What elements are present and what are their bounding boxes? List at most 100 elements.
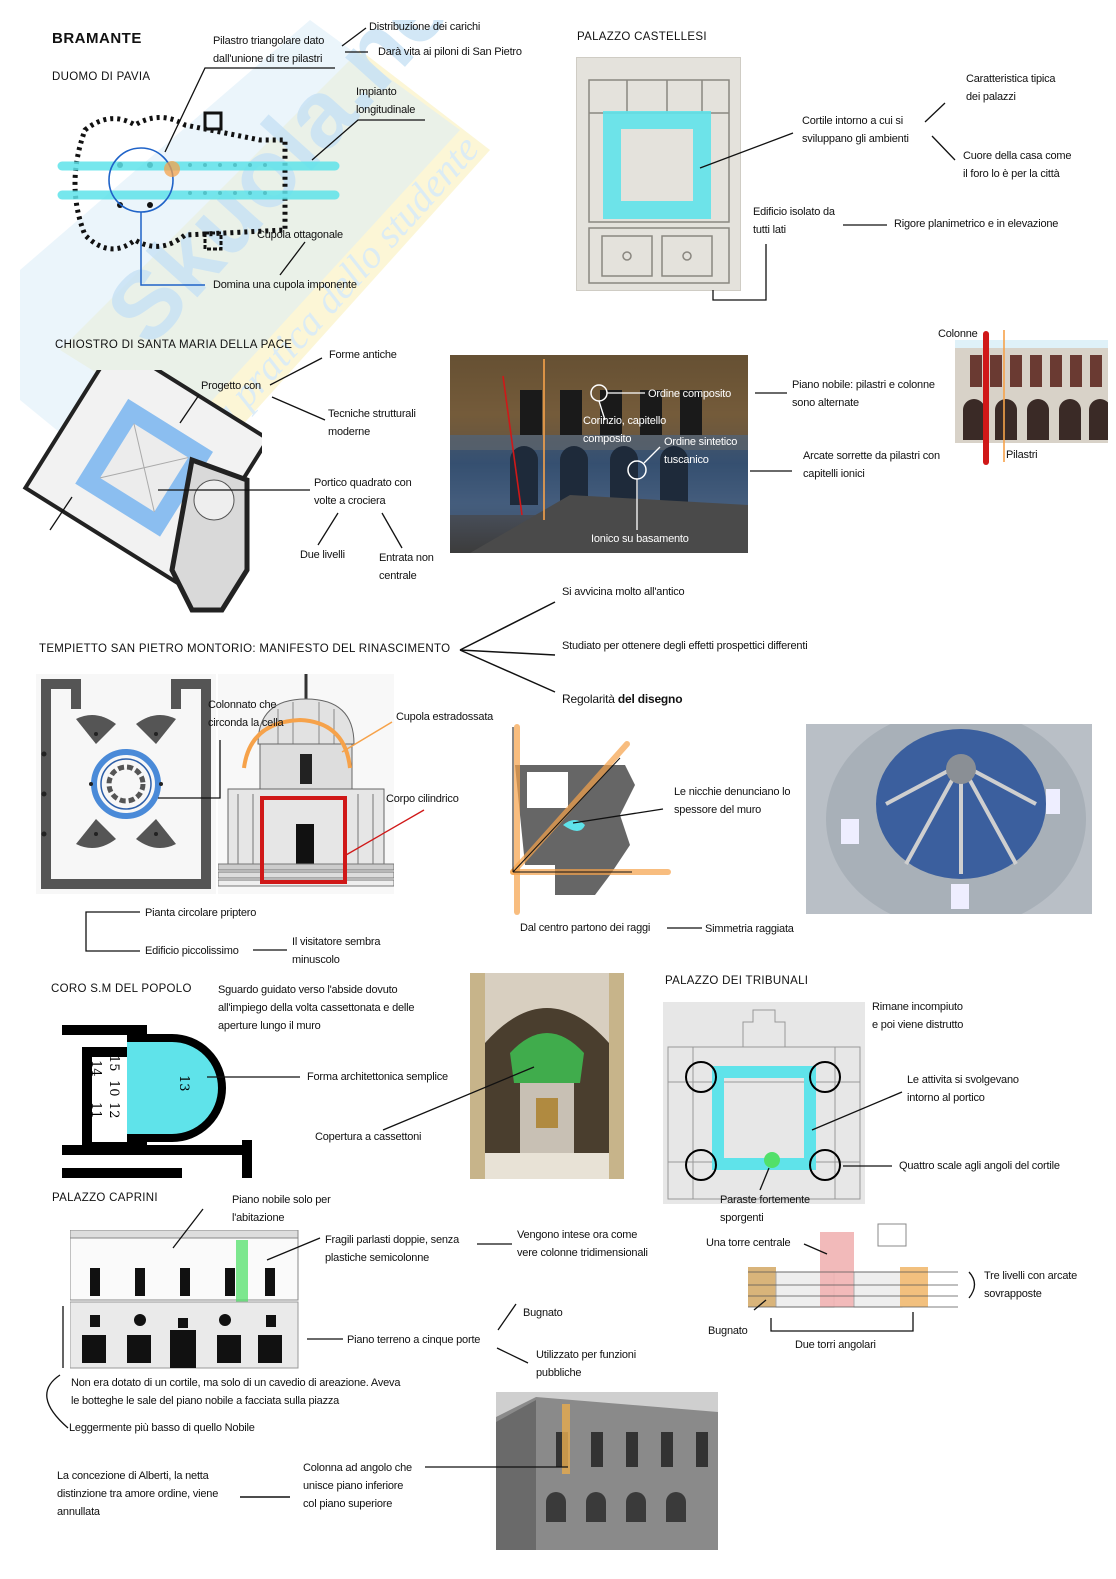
annotation-label: Rimane incompiuto [872,1001,963,1013]
castellesi-plan-image [576,57,741,291]
annotation-label: Caratteristica tipica [966,73,1056,85]
page-title: BRAMANTE [52,30,142,47]
annotation-label: Forma architettonica semplice [307,1071,448,1083]
annotation-label: Forme antiche [329,349,397,361]
annotation-label: Distribuzione dei carichi [369,21,481,33]
annotation-label: Dal centro partono dei raggi [520,922,651,934]
annotation-label: pubbliche [536,1367,582,1379]
connector-line [341,27,367,47]
annotation-label: Cupola ottagonale [257,229,343,241]
annotation-label: Studiato per ottenere degli effetti pros… [562,640,808,652]
annotation-label: Corpo cilindrico [386,793,459,805]
annotation-label: Sguardo guidato verso l'abside dovuto [218,984,398,996]
photo-label: Ionico su basamento [591,533,689,545]
annotation-label: annullata [57,1506,100,1518]
annotation-label: Piano nobile: pilastri e colonne [792,379,935,391]
annotation-label: Utilizzato per funzioni [536,1349,636,1361]
regolarita-text: Regolarità [562,692,615,706]
coro-plan-number: 10 [106,1080,121,1097]
photo-label: Ordine composito [648,388,732,400]
annotation-label: Simmetria raggiata [705,923,794,935]
annotation-label: Vengono intese ora come [517,1229,638,1241]
annotation-label: Paraste fortemente [720,1194,810,1206]
coro-plan-number: 13 [176,1075,191,1092]
annotation-label: centrale [379,570,417,582]
annotation-label: Colonne [938,328,978,340]
annotation-label: dei palazzi [966,91,1016,103]
annotation-label: plastiche semicolonne [325,1252,430,1264]
annotation-label: Piano terreno a cinque porte [347,1334,481,1346]
tribunali-plan-image [663,1002,865,1204]
annotation-label: Piano nobile solo per [232,1194,331,1206]
chiostro-heading: CHIOSTRO DI SANTA MARIA DELLA PACE [55,339,293,351]
annotation-label: Pianta circolare priptero [145,907,257,919]
annotation-label: aperture lungo il muro [218,1020,321,1032]
connector-line [497,1303,517,1331]
annotation-label: Bugnato [523,1307,563,1319]
annotation-label: Tre livelli con arcate [984,1270,1078,1282]
annotation-label: il foro lo è per la città [963,168,1060,180]
annotation-label: Quattro scale agli angoli del cortile [899,1160,1060,1172]
annotation-label: Colonna ad angolo che [303,1462,412,1474]
annotation-label: e poi viene distrutto [872,1019,964,1031]
annotation-label: longitudinale [356,104,416,116]
annotation-label: Darà vita ai piloni di San Pietro [378,46,522,58]
annotation-label: col piano superiore [303,1498,393,1510]
annotation-label: Cortile intorno a cui si [802,115,903,127]
annotation-label: Domina una cupola imponente [213,279,357,291]
tribunali-heading: PALAZZO DEI TRIBUNALI [665,975,809,987]
connector-line [381,512,403,549]
coro-plan-number: 15 [106,1055,121,1072]
annotation-label: tutti lati [753,224,786,236]
coro-heading: CORO S.M DEL POPOLO [51,983,192,995]
annotation-label: La concezione di Alberti, la netta [57,1470,209,1482]
annotation-label: Regolarità del disegno [562,690,683,708]
annotation-label: capitelli ionici [803,468,865,480]
tempietto-niche-plan-image [505,725,665,920]
annotation-label: moderne [328,426,371,438]
photo-label: Ordine sintetico [664,436,738,448]
annotation-label: Le nicchie denunciano lo [674,786,791,798]
regolarita-bold-text: del disegno [617,692,683,706]
annotation-label: Entrata non [379,552,434,564]
annotation-label: Il visitatore sembra [292,936,381,948]
connector-line [459,649,556,656]
annotation-label: Copertura a cassettoni [315,1131,422,1143]
annotation-label: Cupola estradossata [396,711,494,723]
annotation-label: Pilastri [1006,449,1038,461]
duomo-heading: DUOMO DI PAVIA [52,71,151,83]
coro-plan-image: 15 14 10 11 12 13 [52,1010,257,1178]
annotation-label: Rigore planimetrico e in elevazione [894,218,1059,230]
connector-line [85,911,140,952]
annotation-label: Fragili parlasti doppie, senza [325,1234,460,1246]
annotation-label: sovrapposte [984,1288,1042,1300]
annotation-label: vere colonne tridimensionali [517,1247,648,1259]
annotation-label: spessore del muro [674,804,762,816]
annotation-label: Edificio isolato da [753,206,835,218]
annotation-label: dall'unione di tre pilastri [213,53,323,65]
annotation-label: Non era dotato di un cortile, ma solo di… [71,1377,401,1389]
caprini-elevation-image [70,1230,300,1370]
annotation-label: sono alternate [792,397,859,409]
annotation-label: Impianto [356,86,397,98]
annotation-label: Cuore della casa come [963,150,1072,162]
annotation-label: Arcate sorrette da pilastri con [803,450,940,462]
connector-line [496,1347,529,1364]
connector-line [317,512,339,546]
annotation-label: Portico quadrato con [314,477,412,489]
annotation-label: Le attivita si svolgevano [907,1074,1019,1086]
annotation-label: Colonnato che [208,699,277,711]
chiostro-facade-photo [955,340,1108,443]
annotation-label: all'impiego della volta cassettonata e d… [218,1002,415,1014]
connector-line [770,1312,914,1332]
connector-line [931,135,956,161]
tempietto-heading: TEMPIETTO SAN PIETRO MONTORIO: MANIFESTO… [39,643,451,655]
annotation-label: volte a crociera [314,495,386,507]
connector-line [924,102,946,123]
caprini-heading: PALAZZO CAPRINI [52,1192,158,1204]
annotation-label: Una torre centrale [706,1237,791,1249]
annotation-label: Progetto con [201,380,261,392]
annotation-label: Leggermente più basso di quello Nobile [69,1422,255,1434]
annotation-label: unisce piano inferiore [303,1480,404,1492]
photo-label: composito [583,433,632,445]
